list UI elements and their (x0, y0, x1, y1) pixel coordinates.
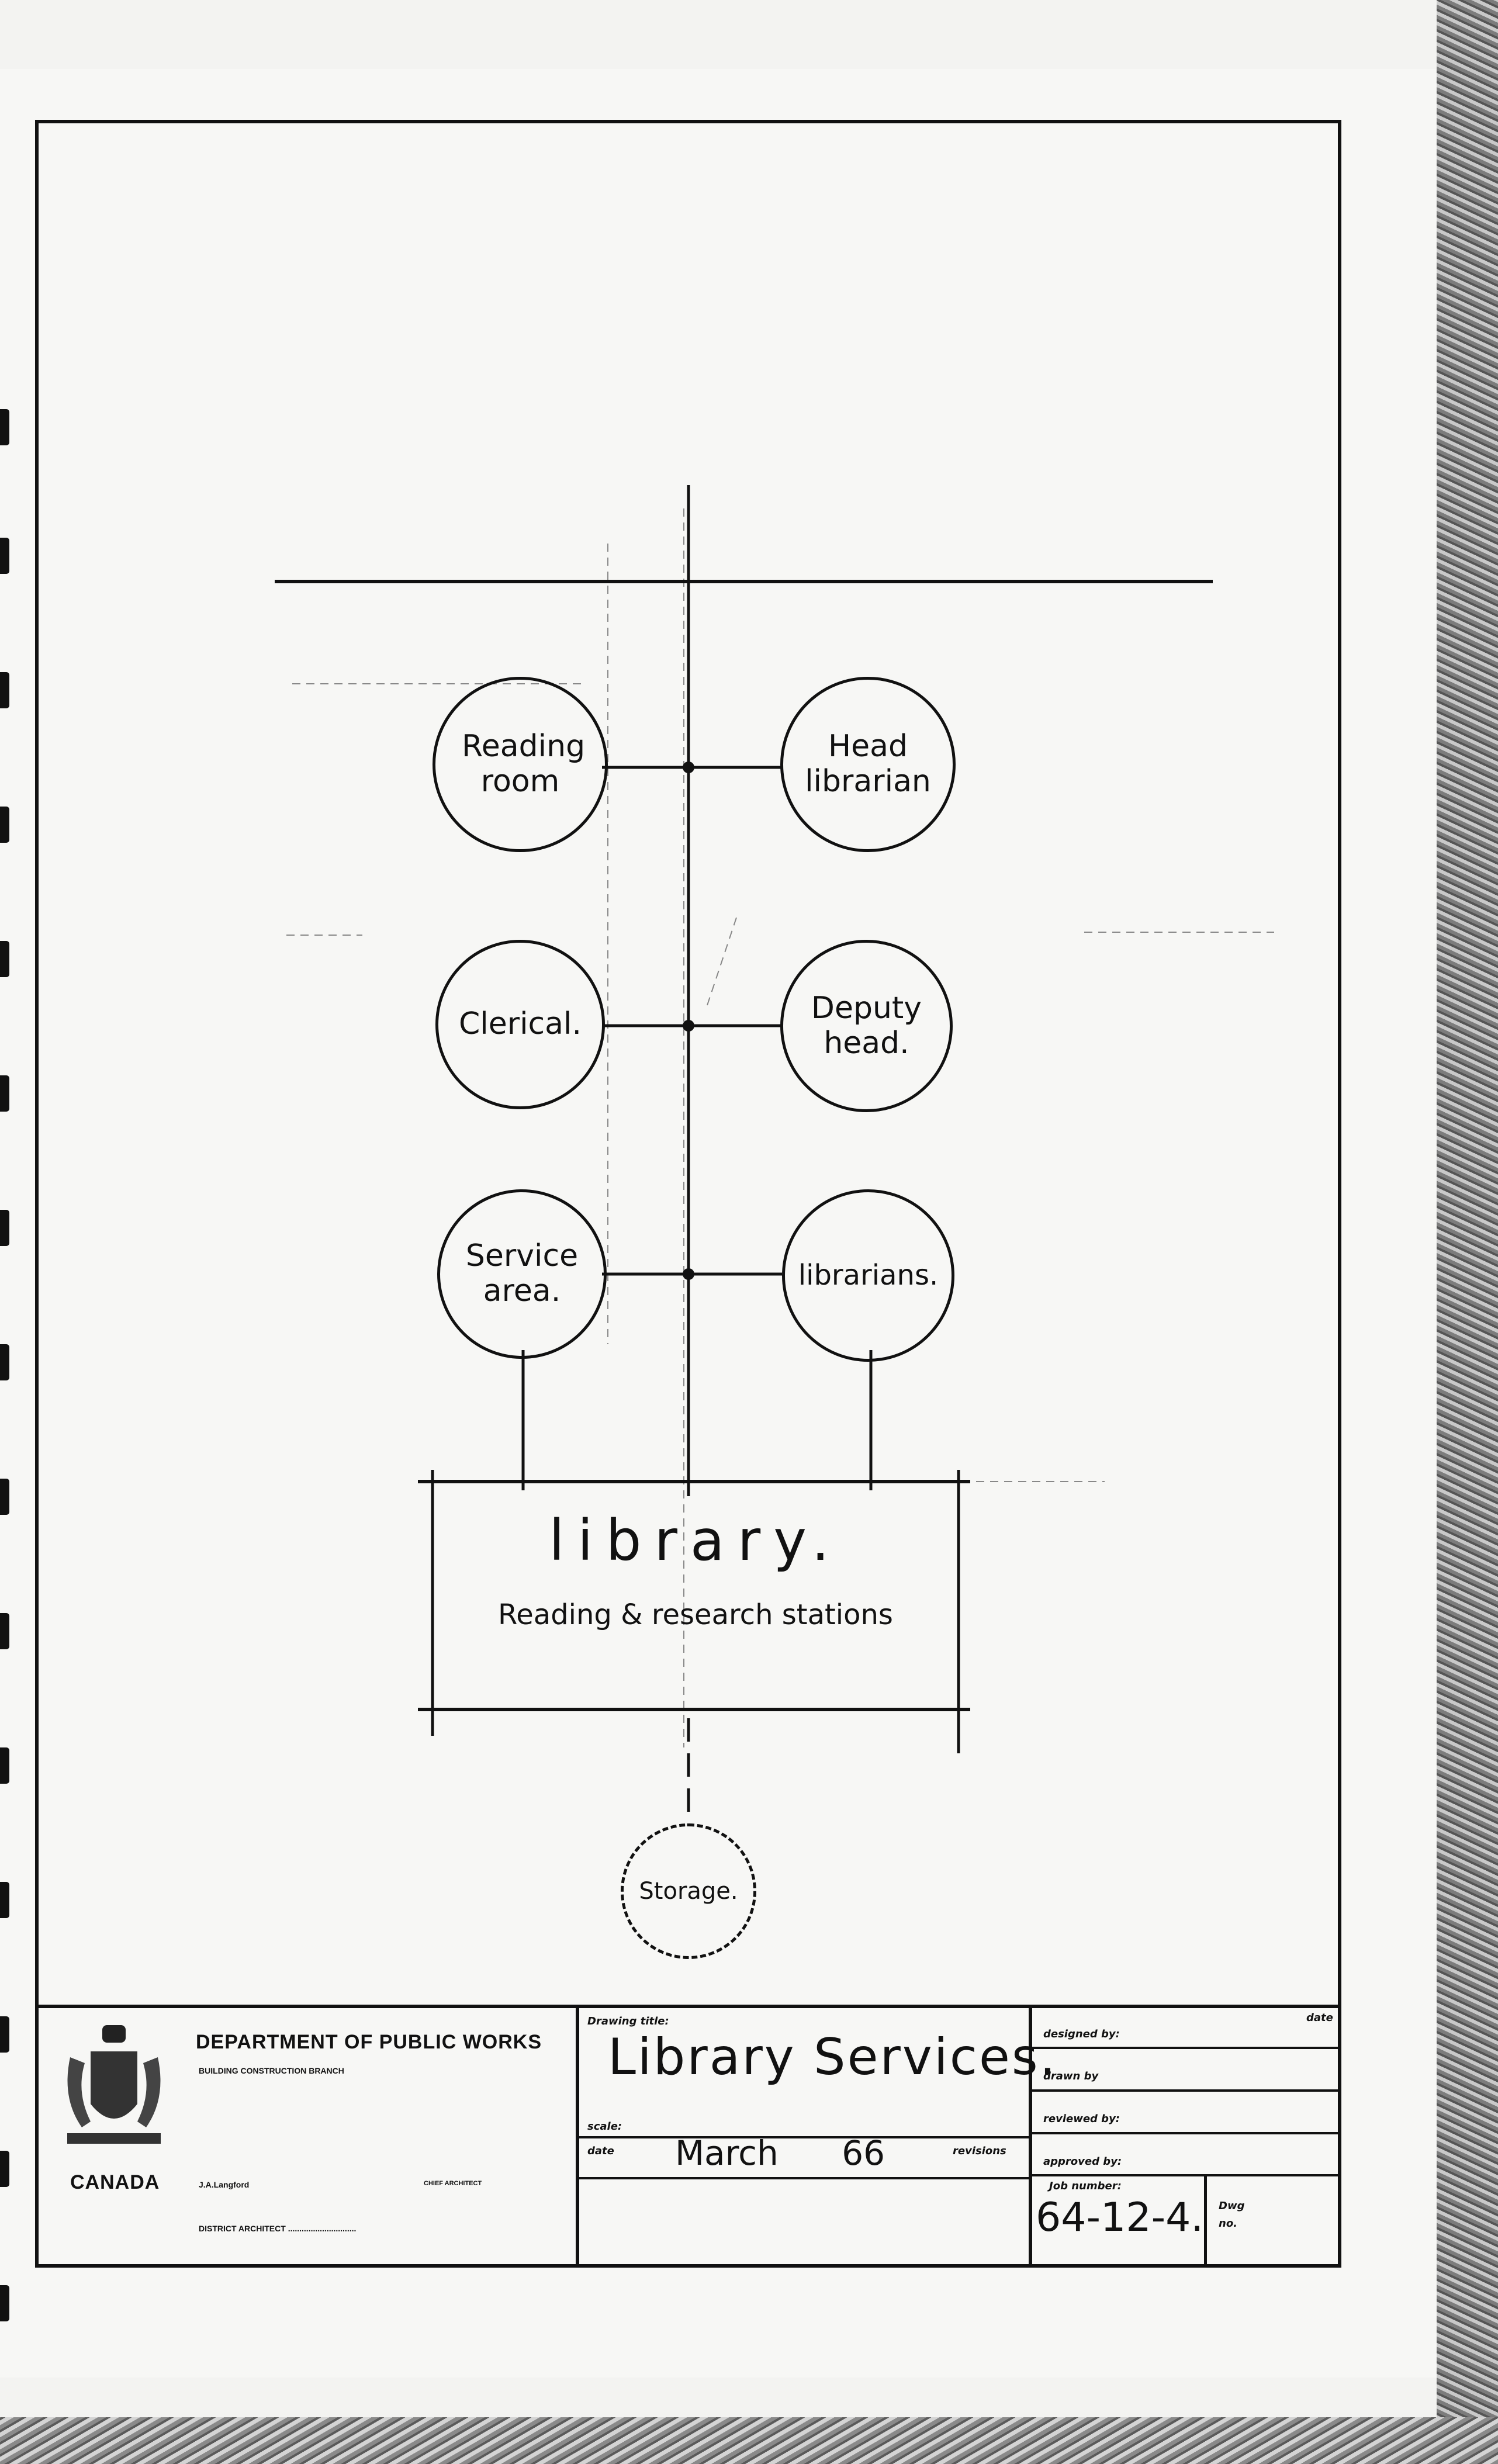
title-block: CANADA DEPARTMENT OF PUBLIC WORKS BUILDI… (35, 2005, 1341, 2268)
chief-architect-name: J.A.Langford (199, 2180, 250, 2189)
binding-hole (0, 807, 9, 843)
revisions-label: revisions (953, 2145, 1006, 2157)
branch-name: BUILDING CONSTRUCTION BRANCH (199, 2066, 344, 2075)
date-value: March 66 (675, 2133, 885, 2173)
node-service-area: Service area. (437, 1189, 607, 1359)
binding-hole (0, 1747, 9, 1784)
binding-hole (0, 1344, 9, 1380)
node-clerical: Clerical. (435, 940, 605, 1109)
scan-edge-bottom (0, 2417, 1498, 2464)
reviewed-by-label: reviewed by: (1043, 2113, 1120, 2125)
node-deputy-head: Deputy head. (780, 940, 953, 1112)
node-librarians: librarians. (782, 1189, 954, 1362)
district-architect-label: DISTRICT ARCHITECT .....................… (199, 2224, 357, 2233)
binding-hole (0, 1479, 9, 1515)
binding-hole (0, 1210, 9, 1246)
junction-dot (683, 1020, 694, 1032)
date-header: date (1306, 2012, 1333, 2024)
node-reading-room: Reading room (433, 677, 608, 852)
binding-hole (0, 1613, 9, 1649)
drawn-by-label: drawn by (1043, 2070, 1099, 2082)
binding-hole (0, 1075, 9, 1112)
binding-hole (0, 1882, 9, 1918)
library-box-title: library. (549, 1508, 842, 1573)
drawing-title-label: Drawing title: (587, 2015, 669, 2027)
coat-of-arms-icon (67, 2025, 161, 2144)
chief-architect-role: CHIEF ARCHITECT (424, 2180, 482, 2187)
designed-by-label: designed by: (1043, 2028, 1120, 2040)
scan-edge-right (1437, 0, 1498, 2464)
binding-hole (0, 409, 9, 445)
drawing-title: Library Services. (608, 2028, 1058, 2086)
binding-hole (0, 538, 9, 574)
node-head-librarian: Head librarian (780, 677, 956, 852)
date-label: date (587, 2145, 614, 2157)
binding-hole (0, 672, 9, 708)
department-name: DEPARTMENT OF PUBLIC WORKS (196, 2031, 542, 2053)
binding-hole (0, 2151, 9, 2187)
drawing-sheet (0, 69, 1448, 2378)
junction-dot (683, 1268, 694, 1280)
node-storage: Storage. (621, 1823, 756, 1959)
job-number: 64-12-4. (1036, 2195, 1204, 2241)
scale-label: scale: (587, 2120, 622, 2133)
junction-dot (683, 762, 694, 773)
country-label: CANADA (70, 2171, 160, 2193)
binding-hole (0, 2016, 9, 2053)
binding-hole (0, 941, 9, 977)
library-box: library. Reading & research stations (433, 1482, 959, 1709)
binding-hole (0, 2285, 9, 2321)
drawing-number-label: Dwg no. (1219, 2200, 1245, 2230)
job-number-label: Job number: (1049, 2180, 1122, 2192)
library-box-subtitle: Reading & research stations (498, 1598, 893, 1631)
approved-by-label: approved by: (1043, 2155, 1122, 2168)
drawing-border (35, 120, 1341, 2268)
